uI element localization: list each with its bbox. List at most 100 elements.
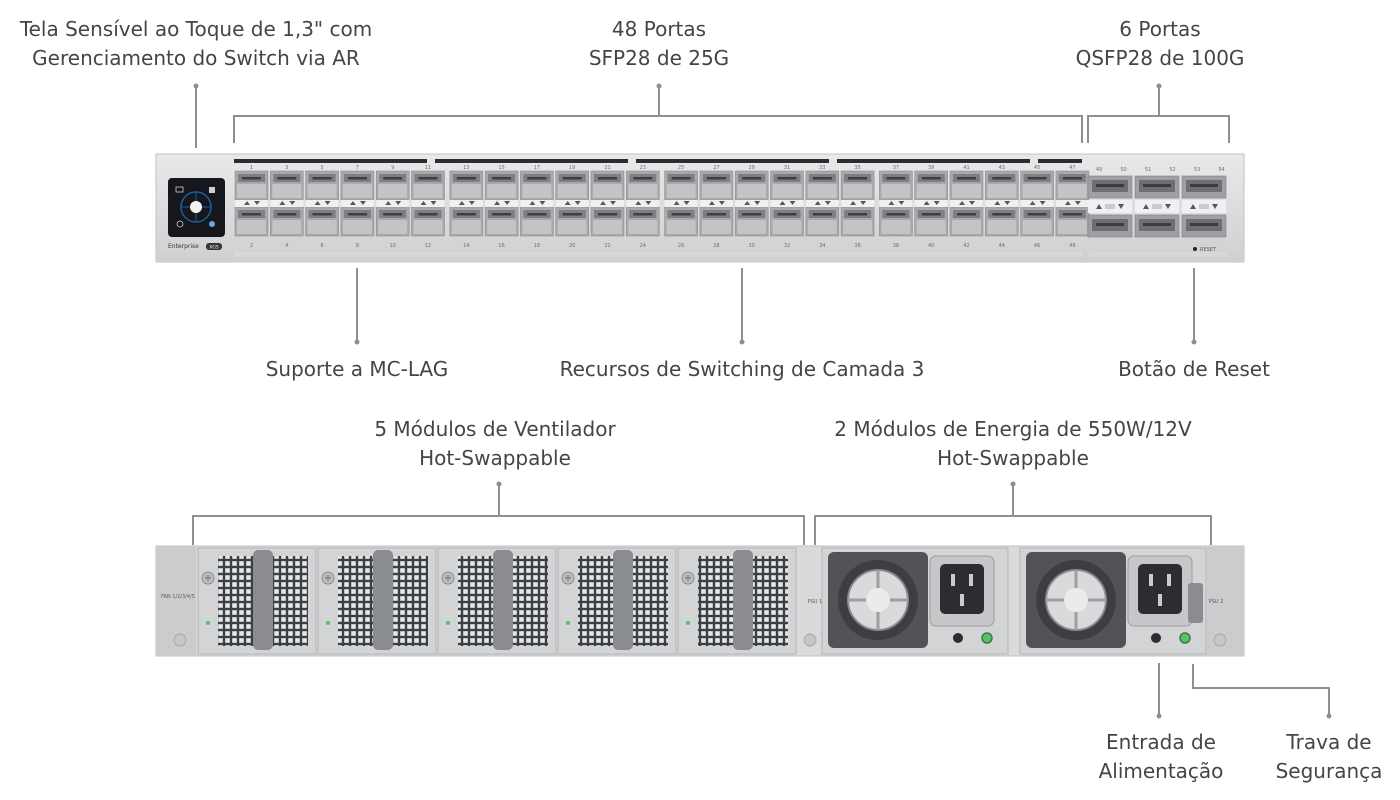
sfp-port[interactable] [234, 170, 269, 201]
sfp-port[interactable] [770, 206, 804, 237]
sfp-port-array[interactable] [234, 170, 1090, 237]
qsfp-port[interactable] [1087, 214, 1133, 238]
sfp-port[interactable] [805, 206, 840, 237]
sfp-port[interactable] [625, 206, 660, 237]
sfp-port[interactable] [411, 206, 445, 237]
reset-button[interactable] [1193, 247, 1197, 251]
fan-module[interactable] [317, 547, 437, 655]
qsfp-port[interactable] [1181, 175, 1227, 199]
sfp-port[interactable] [484, 206, 519, 237]
sfp-port[interactable] [949, 170, 984, 201]
security-lock[interactable] [1188, 583, 1203, 623]
fan-status-led [206, 621, 210, 625]
sfp-port[interactable] [484, 170, 519, 201]
sfp-port[interactable] [305, 206, 339, 237]
sfp-port[interactable] [664, 170, 698, 201]
sfp-port[interactable] [734, 206, 769, 237]
sfp-port[interactable] [520, 170, 554, 201]
sfp-port[interactable] [734, 170, 769, 201]
sfp-port[interactable] [520, 206, 554, 237]
sfp-port[interactable] [914, 206, 949, 237]
sfp-port[interactable] [375, 206, 410, 237]
qsfp-number: 50 [1120, 167, 1126, 173]
sfp-port[interactable] [625, 170, 660, 201]
sfp-port[interactable] [1055, 170, 1090, 201]
port-led-pair [664, 200, 698, 207]
port-number-top: 41 [963, 165, 969, 171]
sfp-port[interactable] [840, 206, 875, 237]
sfp-port[interactable] [269, 206, 304, 237]
port-led-pair [235, 200, 268, 207]
port-led-pair [376, 200, 410, 207]
fan-module[interactable] [197, 547, 317, 655]
qsfp-port-array[interactable] [1087, 175, 1227, 238]
port-number-top: 47 [1069, 165, 1075, 171]
sfp-port[interactable] [449, 170, 484, 201]
power-inlet[interactable] [940, 564, 984, 614]
port-led-pair [340, 200, 374, 207]
psu2-slot-label: PSU 2 [1209, 599, 1224, 605]
power-inlet[interactable] [1138, 564, 1182, 614]
sfp-port[interactable] [555, 170, 590, 201]
sfp-port[interactable] [879, 170, 913, 201]
sfp-port[interactable] [805, 170, 840, 201]
qsfp-port[interactable] [1087, 175, 1133, 199]
fans-callout: 5 Módulos de Ventilador Hot-Swappable [374, 417, 616, 470]
port-number-top: 23 [640, 165, 646, 171]
psu-module[interactable] [821, 547, 1009, 655]
sfp-port[interactable] [664, 206, 698, 237]
sfp-port[interactable] [840, 170, 875, 201]
sfp-port[interactable] [449, 206, 484, 237]
psu-module[interactable] [1019, 547, 1207, 655]
port-number-bottom: 38 [893, 243, 899, 249]
port-led-pair [485, 200, 519, 207]
fan-module[interactable] [677, 547, 797, 655]
qsfp-number: 54 [1218, 167, 1224, 173]
brand-badge: XGS [209, 245, 219, 251]
fan-module[interactable] [437, 547, 557, 655]
sfp-port[interactable] [949, 206, 984, 237]
port-numbers: 1234567891011121314151617181920212223242… [250, 165, 1225, 249]
sfp-port[interactable] [590, 206, 625, 237]
sfp-port[interactable] [770, 170, 804, 201]
sfp-port[interactable] [340, 170, 375, 201]
sfp-port[interactable] [984, 170, 1019, 201]
port-number-top: 13 [463, 165, 469, 171]
port-led-pair [449, 200, 483, 207]
port-led-pair [950, 200, 983, 207]
rear-callout-lines [192, 484, 1330, 716]
sfp-port[interactable] [269, 170, 304, 201]
sfp-port[interactable] [590, 170, 625, 201]
sfp-port[interactable] [1020, 206, 1054, 237]
port-number-bottom: 46 [1034, 243, 1040, 249]
port-led-pair [879, 200, 913, 207]
sfp-port[interactable] [699, 170, 734, 201]
fan-module[interactable] [557, 547, 677, 655]
qsfp-port[interactable] [1134, 214, 1180, 238]
sfp-port[interactable] [305, 170, 339, 201]
sfp-port[interactable] [1055, 206, 1090, 237]
lock-callout: Trava de Segurança [1275, 730, 1383, 783]
sfp-port[interactable] [234, 206, 269, 237]
sfp-port[interactable] [555, 206, 590, 237]
sfp-port[interactable] [699, 206, 734, 237]
port-number-bottom: 10 [390, 243, 396, 249]
qsfp-port[interactable] [1181, 214, 1227, 238]
touchscreen-display[interactable] [168, 178, 225, 237]
sfp-port[interactable] [914, 170, 949, 201]
qsfp-port[interactable] [1134, 175, 1180, 199]
port-number-bottom: 2 [250, 243, 253, 249]
sfp-port[interactable] [879, 206, 913, 237]
port-number-top: 5 [321, 165, 324, 171]
sfp-port[interactable] [1020, 170, 1054, 201]
sfp-port[interactable] [984, 206, 1019, 237]
port-number-bottom: 30 [749, 243, 755, 249]
sfp-port[interactable] [340, 206, 375, 237]
reset-callout: Botão de Reset [1118, 357, 1270, 381]
port-number-bottom: 34 [819, 243, 825, 249]
sfp-port[interactable] [411, 170, 445, 201]
port-number-top: 33 [819, 165, 825, 171]
port-number-bottom: 12 [425, 243, 431, 249]
sfp-port[interactable] [375, 170, 410, 201]
fan-status-led [446, 621, 450, 625]
